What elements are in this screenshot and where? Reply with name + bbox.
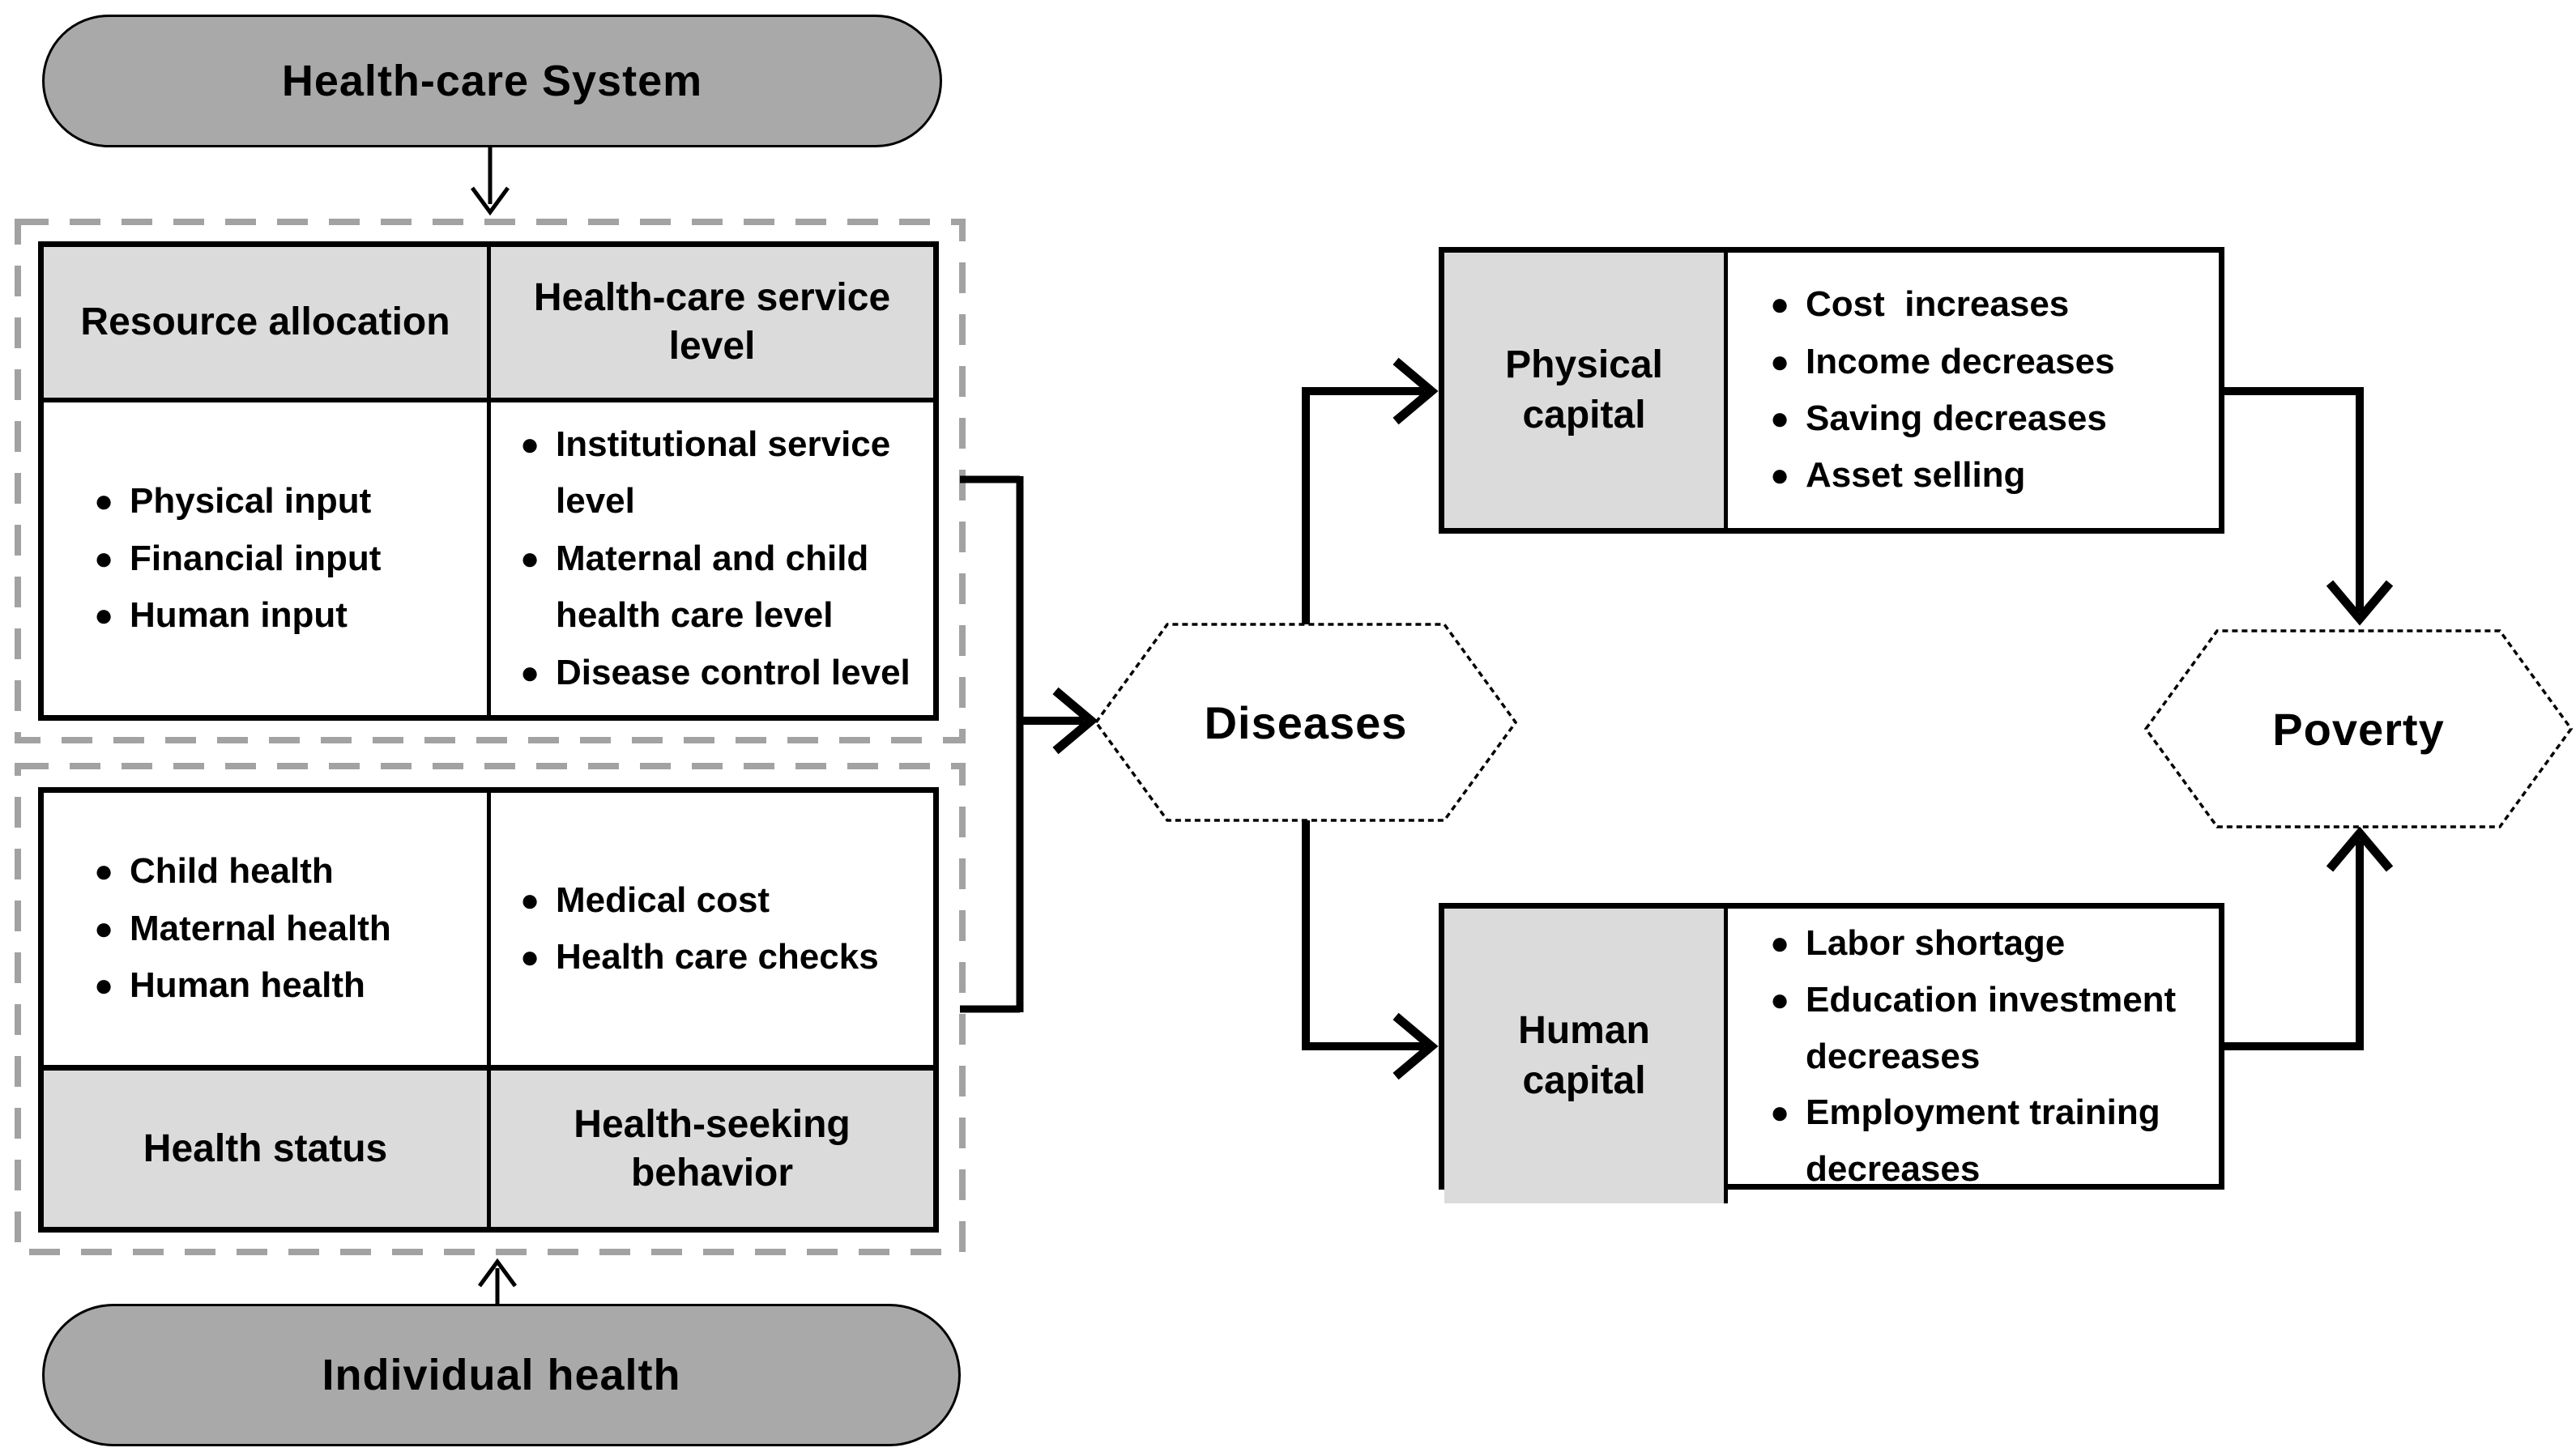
list-item: ●Labor shortage [1770, 915, 2065, 972]
list-item: ●Asset selling [1770, 447, 2025, 504]
resource-allocation-header: Resource allocation [44, 247, 491, 402]
list-item: ●Education investment decreases [1770, 972, 2211, 1084]
list-item: ●Physical input [94, 473, 371, 530]
human-capital-items: ●Labor shortage ●Education investment de… [1728, 909, 2219, 1203]
human-capital-box: Human capital ●Labor shortage ●Education… [1439, 903, 2224, 1204]
healthcare-system-label: Health-care System [281, 57, 703, 105]
physical-capital-box: Physical capital ●Cost increases ●Income… [1439, 247, 2224, 534]
bullet-icon: ● [1770, 343, 1790, 380]
bullet-icon: ● [520, 540, 540, 577]
list-item: ●Disease control level [520, 645, 911, 701]
bullet-icon: ● [94, 968, 114, 1004]
arrow-healthcare-to-box [470, 143, 510, 216]
individual-health-table: ●Child health ●Maternal health ●Human he… [38, 787, 939, 1233]
list-item: ●Saving decreases [1770, 390, 2107, 447]
bullet-icon: ● [94, 483, 114, 520]
service-level-header: Health-care service level [491, 247, 933, 402]
arrow-human-to-poverty [2224, 826, 2394, 1050]
list-item: ●Financial input [94, 530, 381, 587]
health-status-items: ●Child health ●Maternal health ●Human he… [44, 793, 491, 1071]
bullet-icon: ● [94, 540, 114, 577]
bullet-icon: ● [520, 654, 540, 691]
list-item: ●Cost increases [1770, 276, 2069, 333]
health-seeking-items: ●Medical cost ●Health care checks [491, 793, 933, 1071]
arrow-physical-to-poverty [2224, 387, 2394, 626]
individual-health-node: Individual health [42, 1304, 961, 1446]
poverty-hexagon [2143, 629, 2574, 828]
dashed-group-box-bottom [15, 763, 966, 1255]
health-status-header: Health status [44, 1071, 491, 1227]
diseases-hexagon [1094, 623, 1518, 822]
arrow-diseases-to-human [1302, 820, 1439, 1080]
bullet-icon: ● [520, 939, 540, 975]
arrow-individual-to-box [477, 1258, 518, 1304]
human-capital-label: Human capital [1444, 909, 1728, 1204]
list-item: ●Human input [94, 587, 348, 644]
bullet-icon: ● [1770, 401, 1790, 436]
list-item: ●Child health [94, 843, 334, 900]
bullet-icon: ● [520, 882, 540, 918]
bullet-icon: ● [1770, 1095, 1790, 1131]
bullet-icon: ● [1770, 926, 1790, 961]
list-item: ●Maternal and child health care level [520, 530, 922, 645]
list-item: ●Income decreases [1770, 334, 2115, 390]
service-level-items: ●Institutional service level ●Maternal a… [491, 402, 933, 715]
bullet-icon: ● [94, 910, 114, 947]
arrow-into-diseases [1020, 687, 1098, 755]
arrow-diseases-to-physical [1302, 357, 1439, 624]
individual-health-label: Individual health [322, 1351, 681, 1399]
list-item: ●Employment training decreases [1770, 1084, 2211, 1197]
bullet-icon: ● [1770, 982, 1790, 1019]
bracket-boxes-to-diseases [960, 475, 1024, 1013]
diseases-node: Diseases [1204, 696, 1408, 748]
bullet-icon: ● [1770, 287, 1790, 323]
physical-capital-items: ●Cost increases ●Income decreases ●Savin… [1728, 253, 2219, 528]
healthcare-system-node: Health-care System [42, 15, 942, 147]
list-item: ●Medical cost [520, 872, 770, 929]
list-item: ●Institutional service level [520, 416, 922, 530]
list-item: ●Health care checks [520, 929, 879, 986]
physical-capital-label: Physical capital [1444, 253, 1728, 528]
healthcare-system-table: Resource allocation Health-care service … [38, 241, 939, 721]
bullet-icon: ● [94, 598, 114, 634]
list-item: ●Maternal health [94, 901, 391, 957]
list-item: ●Human health [94, 957, 365, 1014]
health-seeking-header: Health-seeking behavior [491, 1071, 933, 1227]
bullet-icon: ● [94, 854, 114, 890]
resource-allocation-items: ●Physical input ●Financial input ●Human … [44, 402, 491, 715]
bullet-icon: ● [1770, 458, 1790, 494]
poverty-node: Poverty [2272, 703, 2445, 755]
bullet-icon: ● [520, 427, 540, 463]
